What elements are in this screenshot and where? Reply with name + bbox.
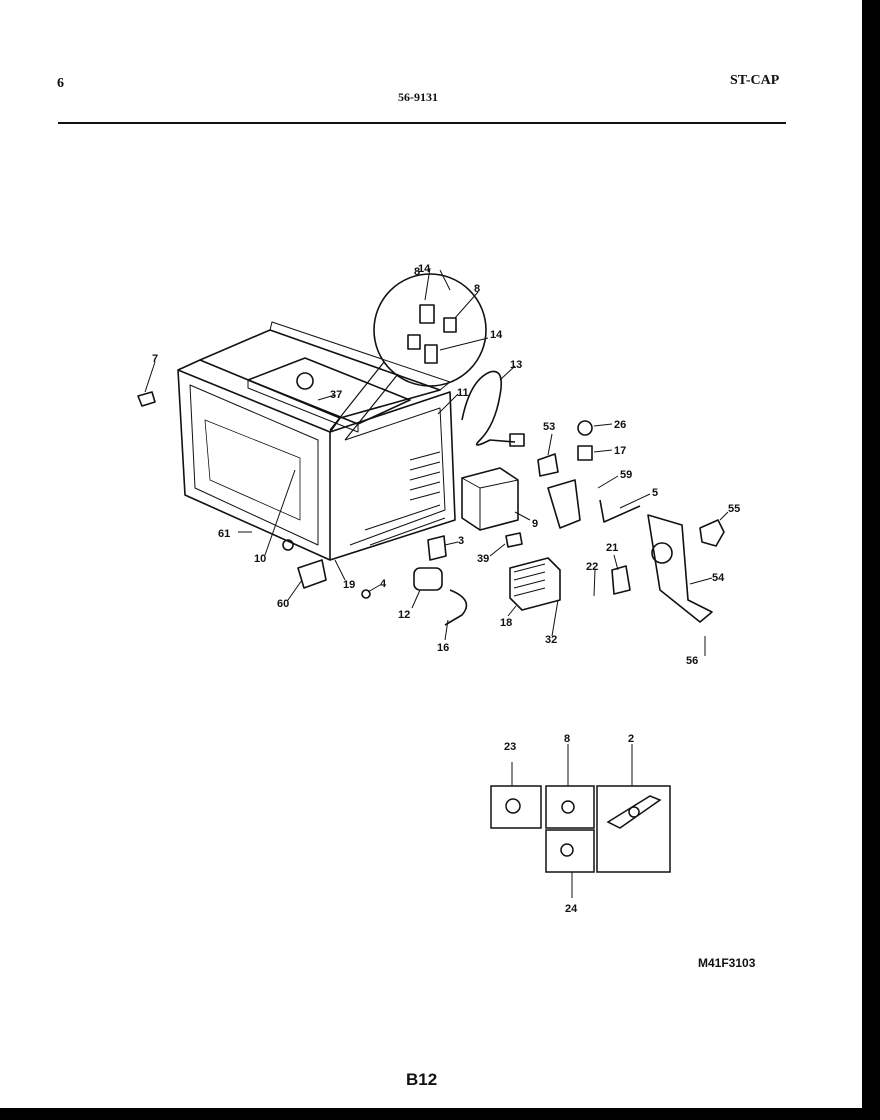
lamp-socket (577, 445, 593, 461)
callout-12: 12 (398, 609, 410, 621)
leader-lines (144, 267, 729, 656)
hv-diode (444, 589, 468, 626)
cabinet-top-edge (177, 359, 341, 433)
callout-10: 10 (254, 553, 266, 565)
oven-lamp (577, 420, 593, 436)
interlock-switch-c (407, 334, 421, 350)
kit-callout-2: 2 (628, 733, 634, 745)
capacitor (413, 567, 443, 591)
callout-16: 16 (437, 642, 449, 654)
kit-callout-23: 23 (504, 741, 516, 753)
callout-19: 19 (343, 579, 355, 591)
thermal-cutout (537, 453, 559, 477)
page-number: 6 (57, 76, 64, 91)
callout-61: 61 (218, 528, 230, 540)
callout-14b: 14 (490, 329, 503, 341)
kit-box-24 (545, 829, 595, 873)
callout-18: 18 (500, 617, 512, 629)
part-39 (505, 532, 523, 548)
kit-part-2 (606, 795, 662, 829)
scan-edge-right (862, 0, 880, 1120)
kit-box-2 (596, 785, 671, 873)
part-60 (297, 559, 327, 589)
callout-26: 26 (614, 419, 626, 431)
callout-7: 7 (152, 353, 158, 365)
cabinet-top (199, 329, 441, 419)
callout-9: 9 (532, 518, 538, 530)
fan-motor-plate (647, 514, 713, 623)
callout-13: 13 (510, 359, 522, 371)
callout-32: 32 (545, 634, 557, 646)
side-vents (409, 451, 441, 501)
callout-37: 37 (330, 389, 342, 401)
cabinet-front-frame (177, 369, 331, 561)
callout-8b: 8 (474, 283, 480, 295)
callout-53: 53 (543, 421, 555, 433)
callout-59: 59 (620, 469, 632, 481)
scan-edge-bottom (0, 1108, 880, 1120)
callout-3: 3 (458, 535, 464, 547)
callout-5: 5 (652, 487, 658, 499)
callout-54: 54 (712, 572, 725, 584)
kit-callout-8: 8 (564, 733, 570, 745)
callout-11: 11 (457, 387, 469, 399)
part-10 (282, 539, 294, 551)
callout-55: 55 (728, 503, 740, 515)
waveguide-cover (247, 357, 411, 425)
magnetron (509, 557, 561, 611)
callout-60: 60 (277, 598, 289, 610)
page-id: B12 (406, 1070, 438, 1089)
fan-blade (699, 519, 725, 547)
part-7 (137, 391, 156, 407)
section-code: ST-CAP (730, 73, 780, 88)
callout-17: 17 (614, 445, 626, 457)
kit-box-23 (490, 785, 542, 829)
drawing-code: M41F3103 (698, 956, 756, 970)
callout-21: 21 (606, 542, 618, 554)
cabinet-side (329, 391, 456, 561)
callout-22: 22 (586, 561, 598, 573)
interlock-switch-a (419, 304, 435, 324)
transformer (461, 467, 519, 531)
model-number: 56-9131 (398, 90, 438, 104)
bracket (547, 479, 581, 529)
part-21 (611, 565, 631, 595)
power-cord (461, 370, 516, 446)
kit-callout-24: 24 (565, 903, 578, 915)
callout-56: 56 (686, 655, 698, 667)
callout-4: 4 (380, 578, 387, 590)
interlock-switch-d (424, 344, 438, 364)
kit-box-8 (545, 785, 595, 829)
stirrer-hole (296, 372, 314, 390)
part-4 (361, 589, 371, 599)
callout-8a: 8 (414, 266, 420, 278)
part-3 (427, 535, 447, 561)
header-rule (58, 122, 786, 124)
callout-39: 39 (477, 553, 489, 565)
switch-detail-circle (373, 273, 487, 387)
part-5 (599, 499, 641, 523)
callout-14a: 14 (418, 263, 431, 275)
interlock-switch-b (443, 317, 457, 333)
